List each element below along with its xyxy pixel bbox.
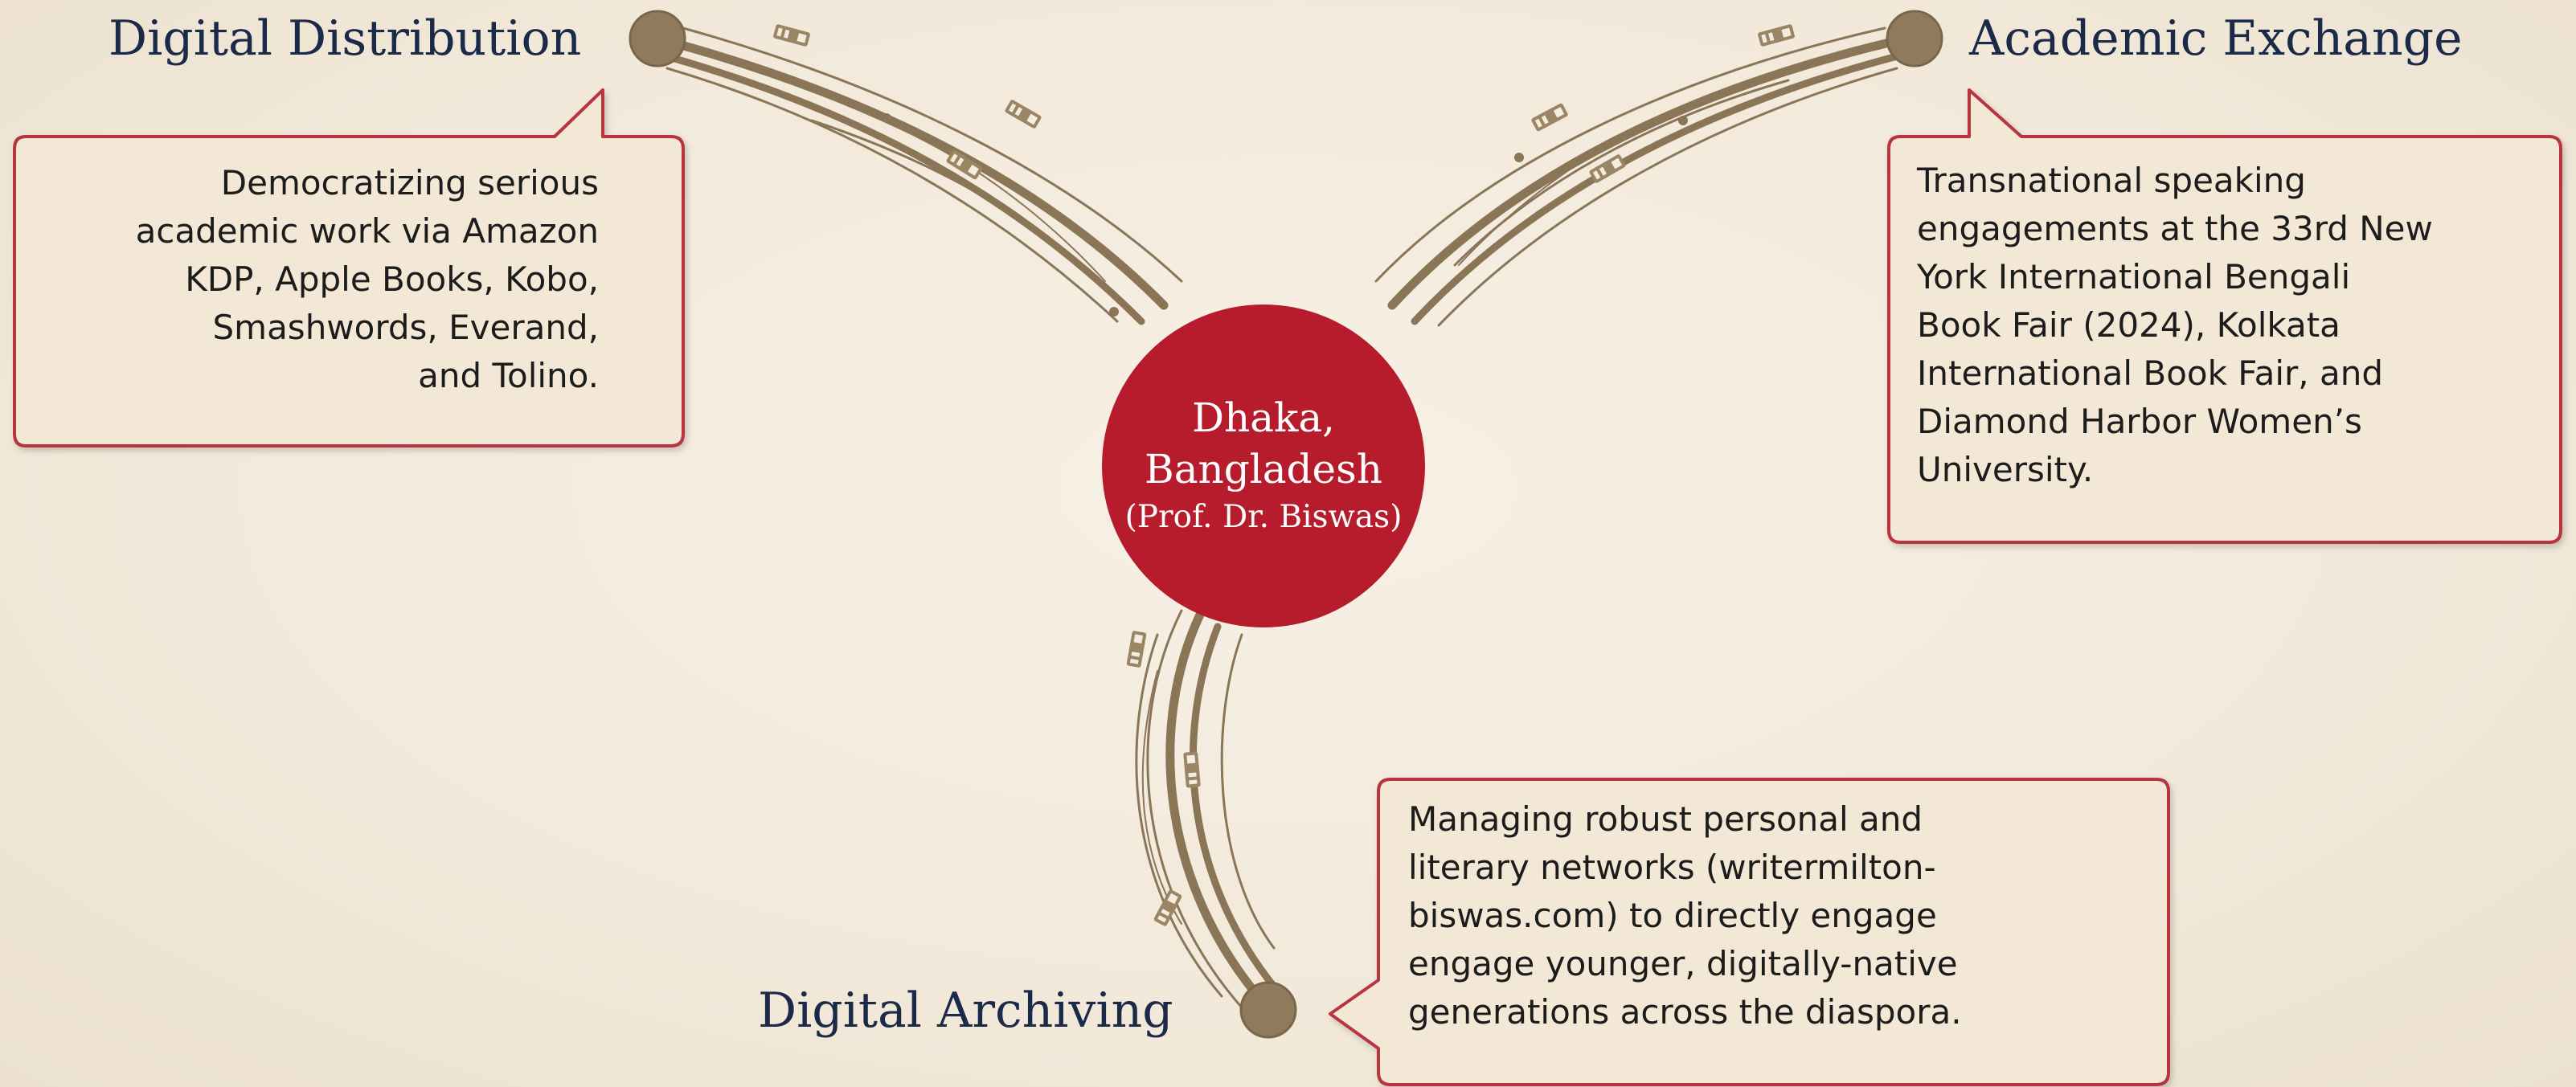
callout-line: York International Bengali bbox=[1917, 257, 2351, 296]
callout-line: Transnational speaking bbox=[1917, 161, 2306, 200]
callout-line: Democratizing serious bbox=[220, 163, 599, 202]
callout-line: engagements at the 33rd New bbox=[1917, 209, 2433, 248]
connector-academic-exchange bbox=[1374, 27, 1911, 327]
connector-ticks-academic-exchange bbox=[1531, 24, 1795, 183]
node-digital-archiving bbox=[1239, 981, 1297, 1039]
callout-line: KDP, Apple Books, Kobo, bbox=[185, 259, 599, 299]
callout-line: academic work via Amazon bbox=[135, 211, 599, 251]
callout-line: University. bbox=[1917, 450, 2094, 489]
heading-digital-distribution: Digital Distribution bbox=[109, 10, 582, 67]
callout-line: Managing robust personal and bbox=[1408, 799, 1923, 839]
connector-digital-archiving bbox=[1135, 609, 1286, 1018]
callout-text-academic-exchange: Transnational speaking engagements at th… bbox=[1917, 157, 2552, 494]
callout-line: Smashwords, Everand, bbox=[212, 308, 600, 347]
callout-box-academic-exchange bbox=[1887, 88, 2562, 544]
connector-digital-distribution bbox=[653, 27, 1183, 325]
callout-line: Book Fair (2024), Kolkata bbox=[1917, 305, 2341, 345]
connector-ticks-digital-distribution bbox=[773, 24, 1042, 180]
hub-circle: Dhaka, Bangladesh (Prof. Dr. Biswas) bbox=[1102, 304, 1425, 627]
callout-line: and Tolino. bbox=[418, 356, 599, 395]
hub-label-line1: Dhaka, bbox=[1191, 394, 1336, 441]
callout-line: International Book Fair, and bbox=[1917, 353, 2383, 393]
node-digital-distribution bbox=[629, 10, 686, 67]
callout-line: Diamond Harbor Women’s bbox=[1917, 402, 2362, 441]
node-academic-exchange bbox=[1886, 10, 1943, 67]
callout-box-digital-archiving bbox=[1329, 778, 2170, 1086]
callout-line: generations across the diaspora. bbox=[1408, 992, 1962, 1032]
callout-text-digital-distribution: Democratizing serious academic work via … bbox=[32, 159, 599, 400]
callout-box-digital-distribution bbox=[13, 88, 685, 447]
heading-academic-exchange: Academic Exchange bbox=[1969, 10, 2463, 67]
connector-ticks-digital-archiving bbox=[1126, 631, 1201, 926]
heading-digital-archiving: Digital Archiving bbox=[758, 983, 1173, 1039]
callout-line: biswas.com) to directly engage bbox=[1408, 896, 1937, 935]
hub-label-line2: Bangladesh bbox=[1144, 446, 1383, 492]
callout-text-digital-archiving: Managing robust personal and literary ne… bbox=[1408, 795, 2156, 1036]
callout-line: literary networks (writermilton- bbox=[1408, 848, 1936, 887]
callout-line: engage younger, digitally-native bbox=[1408, 944, 1958, 983]
hub-label-line3: (Prof. Dr. Biswas) bbox=[1124, 499, 1403, 535]
